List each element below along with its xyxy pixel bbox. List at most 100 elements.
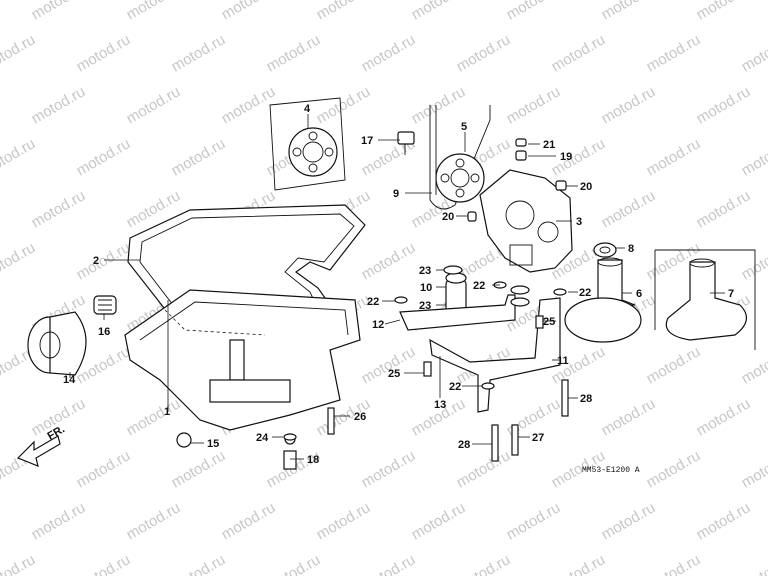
callout-3: 3 xyxy=(576,216,582,228)
callout-21: 21 xyxy=(543,139,555,151)
watermark-text: motod.ru xyxy=(314,0,374,23)
watermark-text: motod.ru xyxy=(644,447,704,491)
oil-pipes xyxy=(399,285,561,413)
watermark-text: motod.ru xyxy=(549,135,609,179)
callout-2: 2 xyxy=(93,255,99,267)
callout-25b: 25 xyxy=(543,316,555,328)
watermark-text: motod.ru xyxy=(29,187,89,231)
sprocket-4 xyxy=(269,97,346,191)
callout-13: 13 xyxy=(434,399,446,411)
callout-19: 19 xyxy=(560,151,572,163)
callout-6: 6 xyxy=(636,288,642,300)
watermark-text: motod.ru xyxy=(74,31,134,75)
watermark-text: motod.ru xyxy=(599,0,659,23)
callout-14: 14 xyxy=(63,374,76,386)
callout-28a: 28 xyxy=(458,439,470,451)
watermark-text: motod.ru xyxy=(169,551,229,576)
callout-28b: 28 xyxy=(580,393,592,405)
watermark-text: motod.ru xyxy=(694,499,754,543)
watermark-text: motod.ru xyxy=(739,31,768,75)
watermark-text: motod.ru xyxy=(409,0,469,23)
watermark-text: motod.ru xyxy=(739,135,768,179)
callout-22b: 22 xyxy=(473,280,485,292)
watermark-text: motod.ru xyxy=(29,499,89,543)
front-arrow-icon xyxy=(16,435,61,467)
watermark-text: motod.ru xyxy=(359,551,419,576)
watermark-text: motod.ru xyxy=(504,0,564,23)
pump-fasteners xyxy=(467,138,567,222)
watermark-text: motod.ru xyxy=(74,135,134,179)
watermark-text: motod.ru xyxy=(359,447,419,491)
watermark-text: motod.ru xyxy=(359,31,419,75)
callout-25a: 25 xyxy=(388,368,400,380)
watermark-text: motod.ru xyxy=(599,395,659,439)
watermark-text: motod.ru xyxy=(219,499,279,543)
small-bolts xyxy=(283,315,544,441)
callout-9: 9 xyxy=(393,188,399,200)
watermark-text: motod.ru xyxy=(169,135,229,179)
watermark-text: motod.ru xyxy=(169,447,229,491)
callout-24: 24 xyxy=(256,432,269,444)
watermark-text: motod.ru xyxy=(359,239,419,283)
watermark-text: motod.ru xyxy=(74,447,134,491)
watermark-text: motod.ru xyxy=(549,551,609,576)
watermark-text: motod.ru xyxy=(314,499,374,543)
callout-8: 8 xyxy=(628,243,634,255)
watermark-text: motod.ru xyxy=(504,499,564,543)
callout-4: 4 xyxy=(304,103,311,115)
watermark-text: motod.ru xyxy=(169,31,229,75)
washers-22 xyxy=(394,281,567,390)
callout-22c: 22 xyxy=(579,287,591,299)
watermark-text: motod.ru xyxy=(644,343,704,387)
oil-filter-14 xyxy=(27,311,87,376)
watermark-text: motod.ru xyxy=(124,83,184,127)
watermark-text: motod.ru xyxy=(454,31,514,75)
watermark-text: motod.ru xyxy=(219,0,279,23)
strainer-6 xyxy=(564,257,642,343)
callout-22a: 22 xyxy=(367,296,379,308)
callout-22d: 22 xyxy=(449,381,461,393)
callout-16: 16 xyxy=(98,326,110,338)
callout-23a: 23 xyxy=(419,265,431,277)
watermark-text: motod.ru xyxy=(599,187,659,231)
callout-23b: 23 xyxy=(419,300,431,312)
watermark-text: motod.ru xyxy=(739,239,768,283)
watermark-text: motod.ru xyxy=(74,239,134,283)
callouts: 1 2 3 4 5 6 7 8 9 10 11 12 13 14 15 16 1… xyxy=(63,103,734,466)
watermark-text: motod.ru xyxy=(694,83,754,127)
watermark-text: motod.ru xyxy=(599,499,659,543)
watermark-text: motod.ru xyxy=(694,0,754,23)
watermark-text: motod.ru xyxy=(644,31,704,75)
watermark-text: motod.ru xyxy=(409,83,469,127)
watermark-text: motod.ru xyxy=(124,499,184,543)
watermark-text: motod.ru xyxy=(504,83,564,127)
diagram-code: MM53-E1200 A xyxy=(582,466,640,475)
watermark-text: motod.ru xyxy=(409,499,469,543)
watermark-text: motod.ru xyxy=(0,31,38,75)
watermark-text: motod.ru xyxy=(0,239,38,283)
seal-8 xyxy=(593,242,617,258)
watermark-text: motod.ru xyxy=(644,551,704,576)
callout-5: 5 xyxy=(461,121,467,133)
callout-17: 17 xyxy=(361,135,373,147)
watermark-text: motod.ru xyxy=(599,83,659,127)
callout-7: 7 xyxy=(728,288,734,300)
watermark-text: motod.ru xyxy=(454,551,514,576)
callout-26: 26 xyxy=(354,411,366,423)
strainer-7 xyxy=(654,249,756,350)
watermark-text: motod.ru xyxy=(29,0,89,23)
watermark-text: motod.ru xyxy=(0,135,38,179)
watermark-text: motod.ru xyxy=(314,83,374,127)
watermark-text: motod.ru xyxy=(644,135,704,179)
sprocket-chain-5-9 xyxy=(429,105,491,210)
watermark-text: motod.ru xyxy=(124,395,184,439)
watermark-text: motod.ru xyxy=(74,551,134,576)
watermark-text: motod.ru xyxy=(454,447,514,491)
watermark-text: motod.ru xyxy=(739,343,768,387)
watermark-text: motod.ru xyxy=(29,83,89,127)
watermark-text: motod.ru xyxy=(739,447,768,491)
watermark-text: motod.ru xyxy=(264,551,324,576)
watermark-text: motod.ru xyxy=(359,343,419,387)
